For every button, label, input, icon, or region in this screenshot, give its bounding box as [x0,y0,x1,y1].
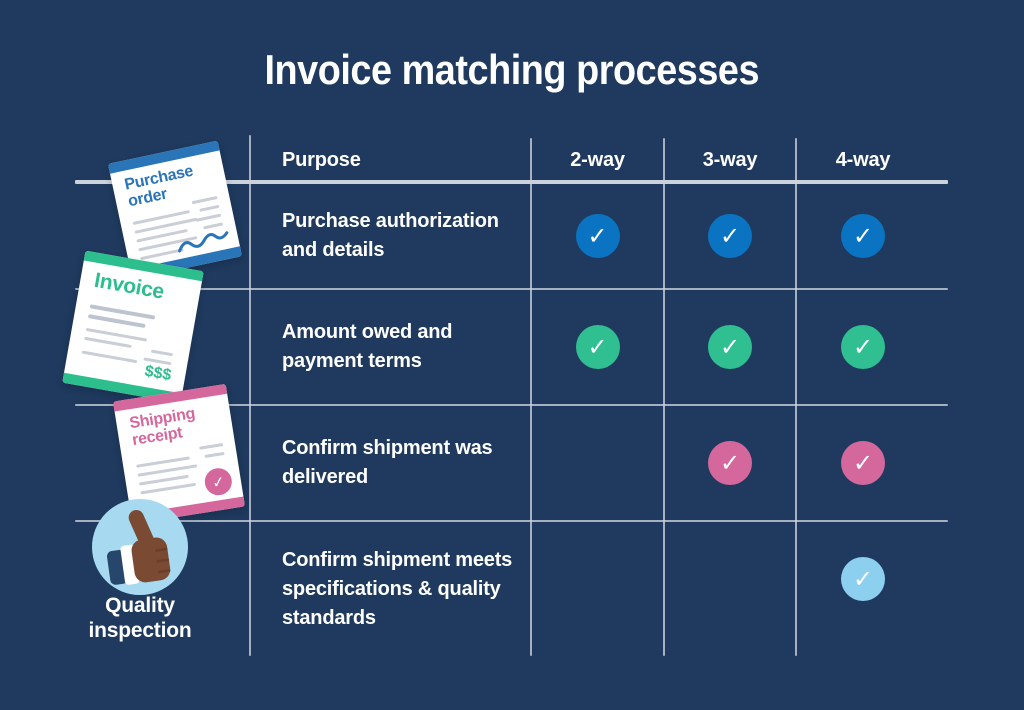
check-cell: ✓ [531,290,664,404]
invoice-document-icon: Invoice $$$ [62,250,204,404]
invoice-label: Invoice [92,268,166,304]
grid-line-vertical-purpose [249,135,251,656]
column-header-3way: 3-way [702,148,758,171]
check-cell: ✓ [531,184,664,288]
grid-line-header [75,180,948,184]
column-header-4way: 4-way [835,148,891,171]
grid-line-vertical-2way [530,138,532,656]
grid-line-row3 [75,520,948,522]
grid-line-row2 [75,404,948,406]
check-icon: ✓ [841,557,885,601]
title-bar: Invoice matching processes [0,46,1024,94]
column-header-2way: 2-way [570,148,625,171]
check-icon: ✓ [708,325,752,369]
check-cell [531,406,664,520]
quality-inspection-icon [92,499,188,595]
check-icon: ✓ [575,325,620,369]
matrix-row: Confirm shipment meets specifications & … [250,522,950,656]
row-purpose-label: Confirm shipment meets specifications & … [282,548,513,629]
receipt-check-icon: ✓ [202,466,234,498]
check-icon: ✓ [841,325,885,369]
row-purpose-label: Amount owed and payment terms [282,321,453,372]
check-cell: ✓ [796,290,930,404]
check-icon: ✓ [708,214,752,258]
check-cell: ✓ [664,406,796,520]
matrix-row: Amount owed and payment terms ✓ ✓ ✓ [250,290,950,404]
purchase-order-document-icon: Purchase order [107,140,243,280]
check-cell: ✓ [796,522,930,656]
page-title: Invoice matching processes [264,46,760,93]
row-purpose-label: Purchase authorization and details [282,210,499,261]
check-cell: ✓ [796,406,930,520]
column-header-purpose: Purpose [282,148,361,171]
check-icon: ✓ [575,214,620,258]
signature-squiggle-icon [178,231,229,253]
shipping-receipt-label: Shipping receipt [128,405,197,450]
check-icon: ✓ [841,441,885,485]
grid-line-vertical-4way [795,138,797,656]
check-cell [664,522,796,656]
thumbs-up-icon [106,509,171,585]
invoice-amount-label: $$$ [143,362,173,385]
matrix-row: Purchase authorization and details ✓ ✓ ✓ [250,184,950,288]
quality-inspection-label: Quality inspection [88,594,192,642]
check-cell: ✓ [664,184,796,288]
grid-line-row1 [75,288,948,290]
matrix-row: Confirm shipment was delivered ✓ ✓ [250,406,950,520]
check-icon: ✓ [841,214,885,258]
check-cell: ✓ [796,184,930,288]
check-cell [531,522,664,656]
row-purpose-label: Confirm shipment was delivered [282,437,493,488]
grid-line-vertical-3way [663,138,665,656]
check-cell: ✓ [664,290,796,404]
check-icon: ✓ [708,441,752,485]
